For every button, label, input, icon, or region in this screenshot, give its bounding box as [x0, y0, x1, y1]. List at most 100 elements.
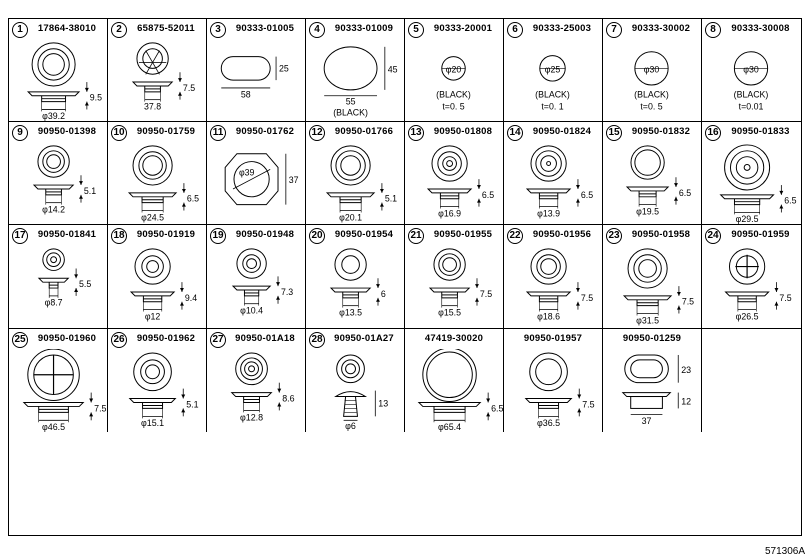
- width-dimension: 55: [346, 97, 356, 107]
- part-drawing: 6.5 φ13.9: [525, 145, 593, 219]
- callout-number: 21: [408, 228, 424, 245]
- part-number: 90950-01759: [136, 126, 196, 138]
- diameter-dimension: φ39.2: [42, 111, 65, 121]
- callout-number: 3: [210, 22, 226, 38]
- diameter-dimension: φ6: [345, 421, 356, 431]
- diameter-dimension: φ36.5: [537, 418, 560, 428]
- part-number: 17864-38010: [37, 23, 97, 34]
- top-view: [133, 352, 172, 391]
- diameter-dimension: φ20.1: [339, 212, 362, 222]
- callout-number: 10: [111, 125, 127, 142]
- part-number: 90333-30008: [731, 23, 790, 34]
- height-dimension: 5.1: [84, 186, 96, 196]
- callout-number: 12: [309, 125, 325, 142]
- width-dimension: 58: [241, 90, 251, 100]
- part-drawing: φ30(BLACK)t=0.01: [734, 51, 768, 111]
- diameter-dimension: φ31.5: [636, 316, 659, 326]
- diameter-dimension: φ30: [743, 64, 759, 74]
- diameter-dimension: φ24.5: [141, 212, 164, 222]
- side-view: [525, 179, 580, 209]
- side-view: [22, 392, 94, 422]
- side-view: [26, 82, 89, 112]
- callout-number: 26: [111, 331, 127, 348]
- height-dimension: 8.6: [282, 393, 294, 403]
- callout-number: 2: [111, 22, 127, 38]
- callout-number: 7: [606, 22, 622, 38]
- part-number: 90950-01832: [631, 126, 691, 138]
- part-number: 90333-30002: [631, 23, 691, 34]
- side-view: [129, 282, 184, 312]
- side-view: [524, 388, 582, 418]
- height-dimension: 6.5: [187, 194, 199, 204]
- diameter-dimension: φ10.4: [240, 306, 263, 316]
- height-dimension: 6: [381, 289, 386, 299]
- part-number: 90950-01808: [433, 126, 493, 138]
- diameter-dimension: φ20: [446, 64, 462, 74]
- height-dimension: 6.5: [581, 190, 593, 200]
- part-drawing: φ25(BLACK)t=0. 1: [535, 55, 570, 111]
- part-number: 90950-01841: [37, 229, 97, 241]
- part-number: 90950-01956: [532, 229, 592, 241]
- thickness-note: t=0. 5: [442, 101, 464, 111]
- top-view: [724, 144, 771, 191]
- part-number: 65875-52011: [137, 23, 195, 34]
- side-view: [325, 183, 384, 213]
- part-number: 47419-30020: [424, 332, 484, 344]
- callout-number: 20: [309, 228, 325, 245]
- height-dimension: 7.5: [480, 289, 492, 299]
- callout-number: 6: [507, 22, 523, 38]
- diameter-dimension: φ13.9: [537, 209, 560, 219]
- diameter-dimension: φ30: [644, 64, 660, 74]
- height-dimension: 6.5: [491, 403, 503, 413]
- height-dimension: 7.3: [281, 287, 293, 297]
- width-dimension: 37: [642, 416, 652, 426]
- diameter-dimension: φ25: [545, 64, 561, 74]
- diameter-dimension: φ15.1: [141, 418, 164, 428]
- diameter-dimension: φ29.5: [736, 214, 759, 224]
- height-dimension: 7.5: [582, 399, 594, 409]
- color-note: (BLACK): [333, 107, 368, 117]
- part-number: 90950-01A27: [334, 332, 394, 344]
- thickness-note: t=0. 1: [541, 101, 563, 111]
- height-dimension: 45: [388, 64, 398, 74]
- side-view: [131, 72, 182, 102]
- callout-number: 24: [705, 228, 721, 245]
- top-view: [530, 248, 567, 286]
- top-view: [42, 248, 65, 272]
- part-number: 90950-01398: [37, 126, 97, 138]
- callout-number: 4: [309, 22, 325, 38]
- part-number: 90950-01948: [235, 229, 295, 241]
- thickness-note: t=0. 5: [640, 101, 662, 111]
- side-view: [622, 286, 681, 316]
- callout-number: 19: [210, 228, 226, 245]
- diameter-dimension: φ26.5: [736, 312, 759, 322]
- height-dimension: 5.5: [79, 279, 91, 289]
- part-cell: 7 90333-30002 φ30(BLACK)t=0. 5: [603, 19, 702, 123]
- side-view: [231, 276, 280, 307]
- height-dimension: 9.4: [185, 293, 197, 303]
- part-drawing: φ30(BLACK)t=0. 5: [634, 51, 669, 111]
- callout-number: 18: [111, 228, 127, 245]
- part-number: 90950-01954: [334, 229, 394, 241]
- part-number: 90950-01259: [622, 332, 682, 344]
- side-view: [428, 278, 479, 309]
- part-drawing: 7.5 φ36.5: [524, 352, 595, 428]
